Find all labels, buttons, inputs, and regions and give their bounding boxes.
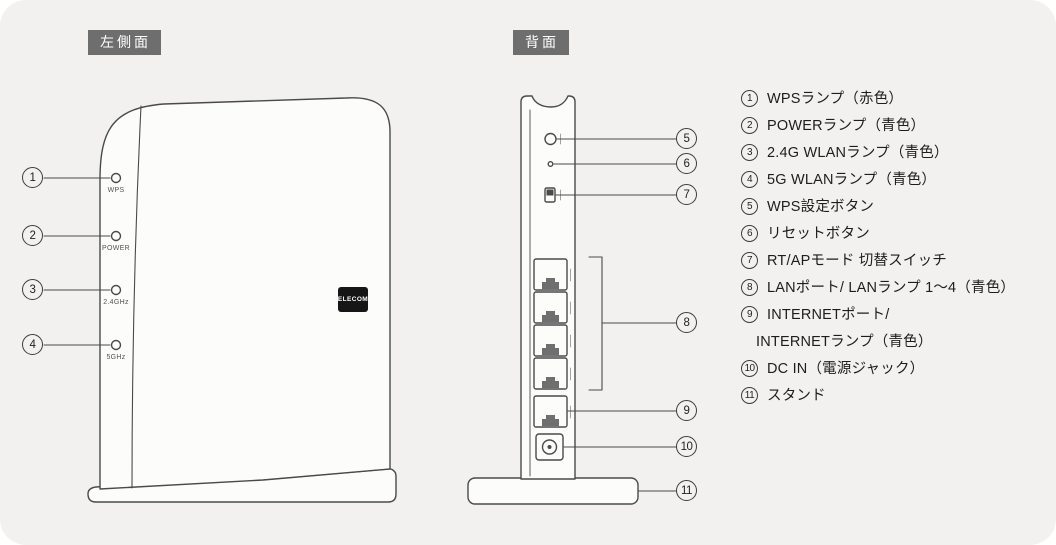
led-wps: [110, 172, 122, 184]
callout-7: 7: [676, 184, 697, 205]
legend-text-1: WPSランプ（赤色）: [767, 91, 904, 107]
callout-3: 3: [22, 279, 43, 300]
callout-9: 9: [676, 400, 697, 421]
wps-button: [544, 132, 557, 146]
legend-item-7: 7 RT/APモード 切替スイッチ: [741, 251, 1046, 278]
legend-item-11: 11 スタンド: [741, 386, 1046, 413]
legend-item-5: 5 WPS設定ボタン: [741, 197, 1046, 224]
internet-port: [533, 395, 571, 428]
legend-num-6: 6: [741, 225, 758, 242]
lan-bracket: [588, 256, 603, 391]
legend-text-7: RT/APモード 切替スイッチ: [767, 253, 947, 269]
legend-num-9: 9: [741, 306, 758, 323]
legend: 1 WPSランプ（赤色） 2 POWERランプ（青色） 3 2.4G WLANラ…: [741, 89, 1046, 413]
led-5ghz: [110, 339, 122, 351]
legend-num-10: 10: [741, 360, 758, 377]
led-power: [110, 230, 122, 242]
legend-text-11: スタンド: [767, 388, 826, 404]
callout-5: 5: [676, 128, 697, 149]
legend-text-9b: INTERNETランプ（青色）: [756, 334, 933, 350]
legend-num-11: 11: [741, 387, 758, 404]
callout-2: 2: [22, 225, 43, 246]
legend-text-4: 5G WLANランプ（青色）: [767, 172, 937, 188]
legend-num-2: 2: [741, 117, 758, 134]
legend-text-5: WPS設定ボタン: [767, 199, 875, 215]
legend-item-1: 1 WPSランプ（赤色）: [741, 89, 1046, 116]
legend-text-10: DC IN（電源ジャック）: [767, 361, 925, 377]
legend-item-9: 9 INTERNETポート/: [741, 305, 1046, 332]
led-label-24ghz: 2.4GHz: [103, 299, 129, 306]
legend-num-8: 8: [741, 279, 758, 296]
legend-item-10: 10 DC IN（電源ジャック）: [741, 359, 1046, 386]
legend-num-3: 3: [741, 144, 758, 161]
callout-4: 4: [22, 334, 43, 355]
legend-num-4: 4: [741, 171, 758, 188]
callout-1: 1: [22, 167, 43, 188]
legend-item-4: 4 5G WLANランプ（青色）: [741, 170, 1046, 197]
legend-text-2: POWERランプ（青色）: [767, 118, 926, 134]
left-device-body: [99, 97, 391, 490]
section-label-back: 背面: [513, 30, 569, 55]
legend-item-3: 3 2.4G WLANランプ（青色）: [741, 143, 1046, 170]
legend-indent-spacer: [741, 333, 756, 350]
legend-item-6: 6 リセットボタン: [741, 224, 1046, 251]
legend-num-5: 5: [741, 198, 758, 215]
stand: [467, 477, 639, 505]
brand-logo: ELECOM: [338, 287, 368, 312]
led-label-wps: WPS: [107, 187, 125, 194]
left-device-foot-line: [262, 468, 391, 481]
legend-item-8: 8 LANポート/ LANランプ 1〜4（青色）: [741, 278, 1046, 305]
callout-11: 11: [676, 480, 697, 501]
callout-6: 6: [676, 153, 697, 174]
led-label-power: POWER: [102, 245, 130, 252]
legend-text-8: LANポート/ LANランプ 1〜4（青色）: [767, 280, 1016, 296]
legend-text-9: INTERNETポート/: [767, 307, 890, 323]
legend-num-7: 7: [741, 252, 758, 269]
callout-10: 10: [676, 436, 697, 457]
dc-in-jack: [535, 433, 564, 461]
legend-text-6: リセットボタン: [767, 226, 870, 242]
right-leader-lines: [553, 138, 677, 492]
led-label-5ghz: 5GHz: [106, 354, 126, 361]
legend-item-2: 2 POWERランプ（青色）: [741, 116, 1046, 143]
left-device-seam: [131, 105, 142, 489]
section-label-left-side: 左側面: [88, 30, 161, 55]
callout-8: 8: [676, 312, 697, 333]
led-24ghz: [110, 284, 122, 296]
lan-ports: [533, 258, 571, 390]
reset-hole: [547, 160, 554, 167]
legend-num-1: 1: [741, 90, 758, 107]
left-leader-lines: [43, 177, 111, 346]
legend-item-9-line2: INTERNETランプ（青色）: [741, 332, 1046, 359]
legend-text-3: 2.4G WLANランプ（青色）: [767, 145, 949, 161]
mode-switch-knob: [546, 189, 554, 196]
